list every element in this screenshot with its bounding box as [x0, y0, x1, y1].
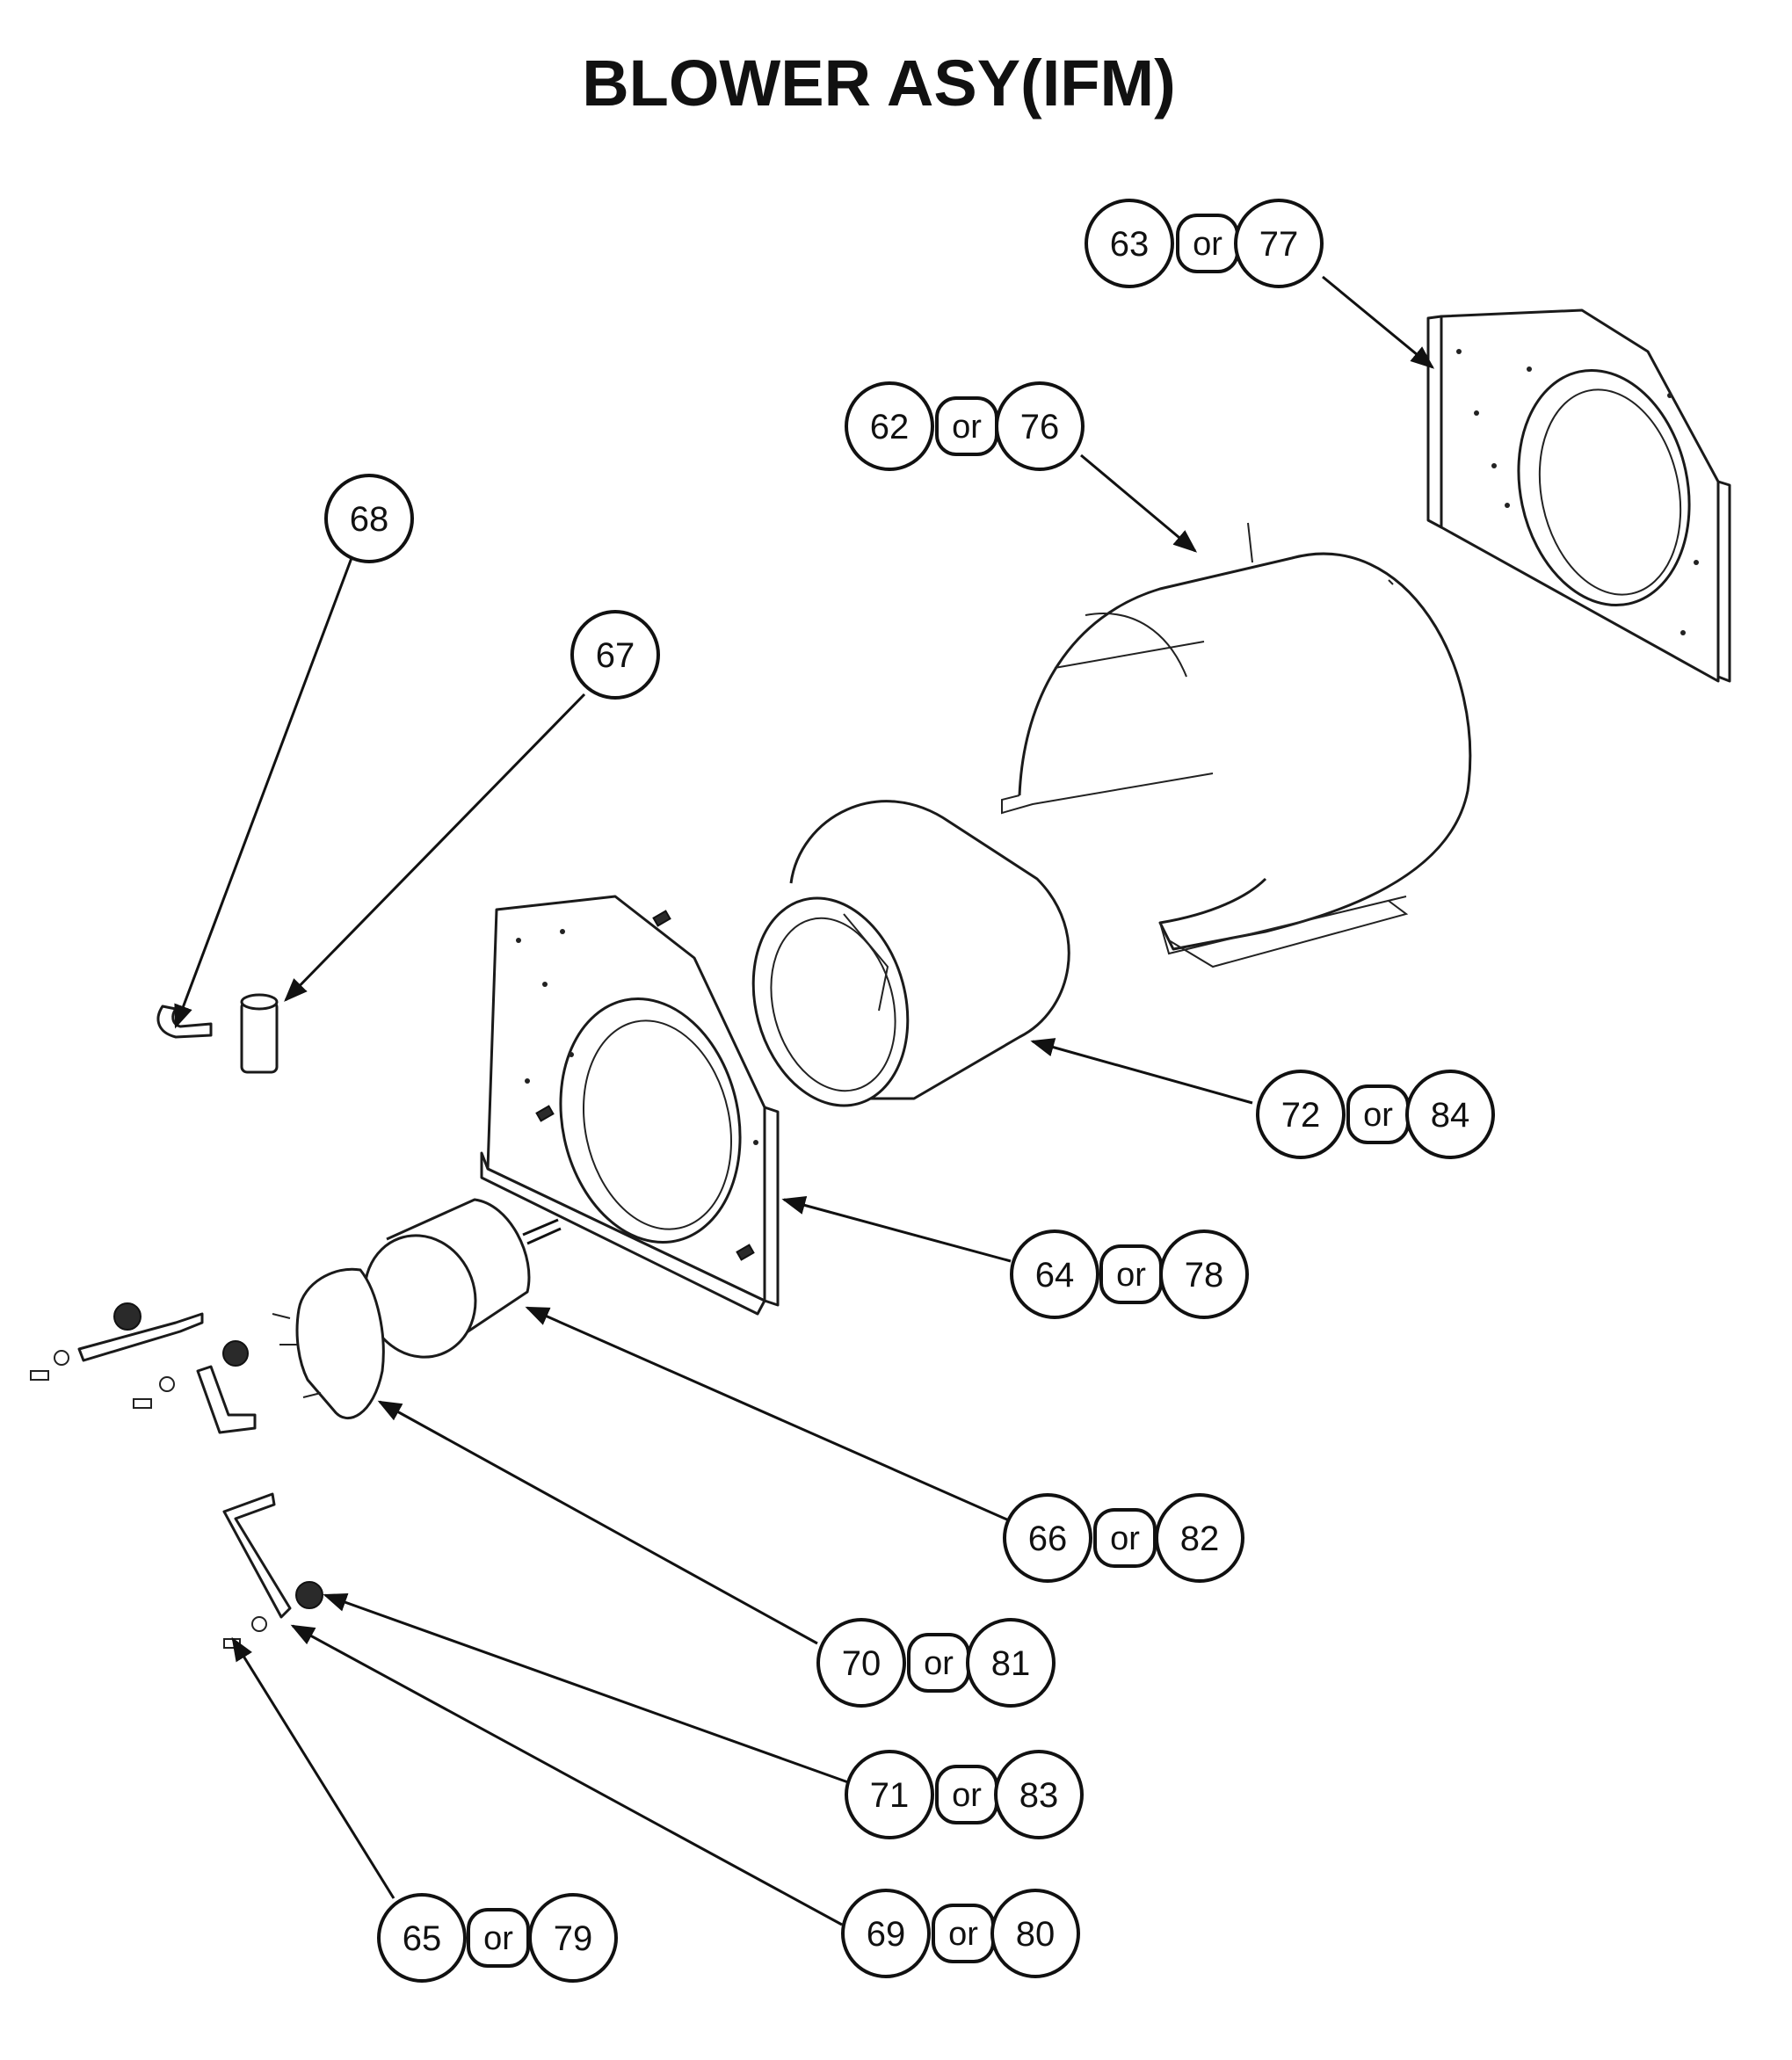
svg-text:81: 81 — [991, 1644, 1031, 1683]
callout-71-or-83: 71 or 83 — [845, 1750, 1084, 1839]
callout-62-or-76: 62 or 76 — [845, 381, 1085, 471]
leader-lines — [174, 275, 1435, 1926]
svg-text:64: 64 — [1035, 1256, 1075, 1295]
mounting-hardware-lower — [222, 1492, 323, 1649]
callout-72-or-84: 72 or 84 — [1256, 1070, 1495, 1159]
svg-text:or: or — [1116, 1257, 1146, 1294]
capacitor — [240, 993, 279, 1074]
svg-text:or: or — [924, 1645, 954, 1682]
svg-text:72: 72 — [1281, 1096, 1321, 1135]
svg-text:62: 62 — [870, 408, 910, 446]
capacitor-clip — [156, 1005, 213, 1039]
blower-wheel — [751, 800, 1070, 1107]
callout-63-or-77: 63 or 77 — [1085, 199, 1324, 288]
svg-text:67: 67 — [596, 636, 635, 675]
svg-text:78: 78 — [1185, 1256, 1224, 1295]
svg-text:70: 70 — [842, 1644, 881, 1683]
svg-text:or: or — [483, 1920, 513, 1957]
front-side-panel — [480, 895, 780, 1316]
callout-65-or-79: 65 or 79 — [377, 1893, 618, 1983]
rear-side-panel — [1426, 308, 1731, 683]
blower-motor — [363, 1198, 562, 1359]
callout-68: 68 — [324, 474, 414, 563]
svg-text:77: 77 — [1259, 225, 1299, 264]
svg-text:79: 79 — [554, 1919, 593, 1958]
svg-text:or: or — [952, 1777, 982, 1814]
svg-text:or: or — [952, 409, 982, 446]
callout-67: 67 — [570, 610, 660, 700]
blower-housing — [1001, 522, 1472, 968]
svg-text:69: 69 — [867, 1915, 906, 1954]
svg-text:82: 82 — [1180, 1520, 1220, 1558]
svg-text:76: 76 — [1020, 408, 1060, 446]
svg-text:63: 63 — [1110, 225, 1150, 264]
svg-text:83: 83 — [1019, 1776, 1059, 1815]
svg-text:84: 84 — [1431, 1096, 1470, 1135]
svg-text:80: 80 — [1016, 1915, 1056, 1954]
svg-text:65: 65 — [403, 1919, 442, 1958]
callout-70-or-81: 70 or 81 — [816, 1618, 1056, 1708]
mounting-hardware-upper — [30, 1302, 257, 1434]
svg-text:71: 71 — [870, 1776, 910, 1815]
callout-66-or-82: 66 or 82 — [1003, 1493, 1244, 1583]
svg-text:or: or — [1110, 1520, 1140, 1557]
motor-mount-ring — [272, 1267, 385, 1420]
callout-69-or-80: 69 or 80 — [841, 1889, 1080, 1978]
svg-text:68: 68 — [350, 500, 389, 539]
diagram-title: BLOWER ASY(IFM) — [582, 47, 1176, 120]
svg-text:66: 66 — [1028, 1520, 1068, 1558]
callout-64-or-78: 64 or 78 — [1010, 1229, 1249, 1319]
svg-text:or: or — [1193, 226, 1222, 263]
svg-text:or: or — [1363, 1097, 1393, 1134]
svg-text:or: or — [948, 1916, 978, 1953]
